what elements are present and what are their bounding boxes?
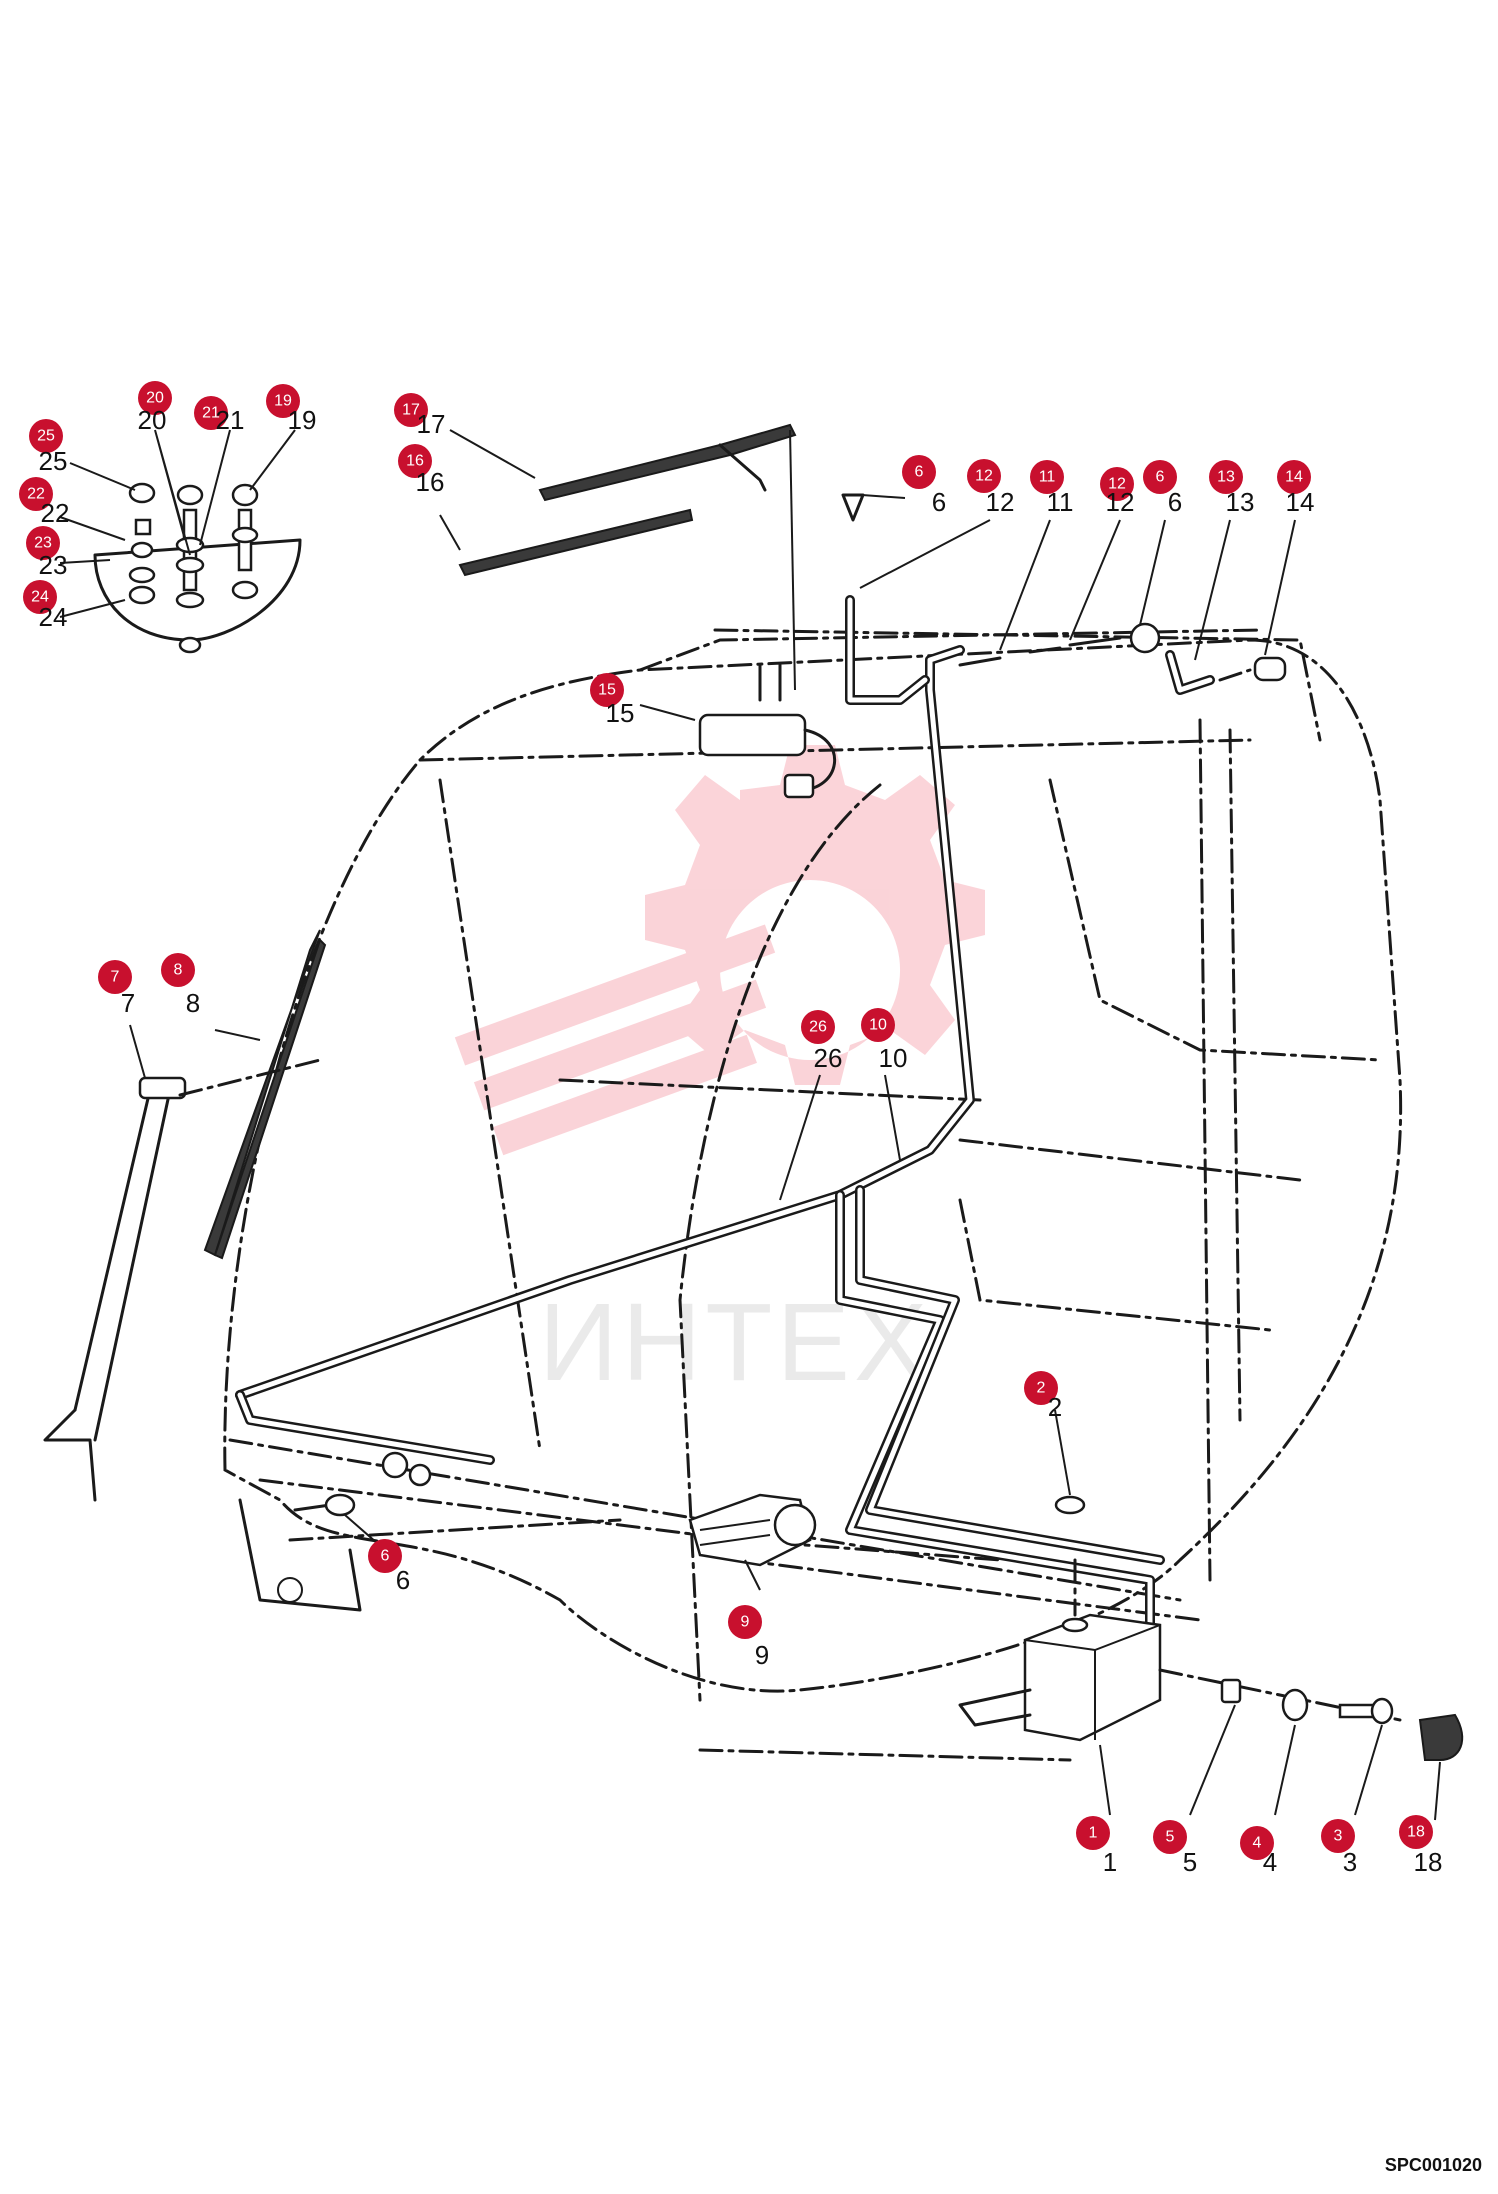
svg-text:26: 26: [809, 1019, 827, 1036]
callout-15: 15: [590, 673, 624, 707]
callout-26: 26: [801, 1010, 835, 1044]
svg-text:11: 11: [1039, 469, 1056, 486]
label-20: 20: [138, 405, 167, 435]
svg-text:4: 4: [1253, 1835, 1262, 1852]
callout-17: 17: [394, 393, 428, 427]
svg-text:6: 6: [1156, 469, 1165, 486]
svg-text:7: 7: [111, 969, 120, 986]
callout-19: 19: [266, 384, 300, 418]
label-12b: 12: [1106, 487, 1135, 517]
callout-21: 21: [194, 396, 228, 430]
front-wiper-assembly: [43, 929, 327, 1502]
svg-text:21: 21: [202, 405, 220, 422]
label-16: 16: [416, 467, 445, 497]
label-8: 8: [186, 988, 200, 1018]
callout-4: 4: [1240, 1826, 1274, 1860]
callout-2: 2: [1024, 1371, 1058, 1405]
label-21: 21: [216, 405, 245, 435]
callout-6b: 6: [1143, 460, 1177, 494]
label-6c: 6: [396, 1565, 410, 1595]
callout-bubbles: 25 20 21 19 22 23 24 17 16 6 12 11 12 6 …: [19, 381, 1433, 1860]
callout-18: 18: [1399, 1815, 1433, 1849]
svg-text:22: 22: [27, 486, 45, 503]
svg-text:16: 16: [406, 453, 424, 470]
watermark-logo: [454, 745, 985, 1156]
callout-11: 11: [1030, 460, 1064, 494]
label-6a: 6: [932, 487, 946, 517]
svg-text:6: 6: [381, 1548, 390, 1565]
label-6b: 6: [1168, 487, 1182, 517]
watermark-text: ИНТЕХ: [539, 1281, 931, 1404]
callout-6a: 6: [902, 455, 936, 489]
label-7: 7: [121, 988, 135, 1018]
label-22: 22: [41, 498, 70, 528]
callout-1: 1: [1076, 1816, 1110, 1850]
svg-text:5: 5: [1166, 1829, 1175, 1846]
svg-text:14: 14: [1285, 469, 1303, 486]
svg-text:15: 15: [598, 682, 616, 699]
washer-reservoir: [958, 1495, 1464, 1761]
label-19: 19: [288, 405, 317, 435]
svg-text:2: 2: [1037, 1380, 1046, 1397]
svg-text:1: 1: [1089, 1825, 1098, 1842]
label-12a: 12: [986, 487, 1015, 517]
svg-text:12: 12: [975, 468, 993, 485]
svg-text:24: 24: [31, 589, 49, 606]
label-17: 17: [417, 409, 446, 439]
callout-24: 24: [23, 580, 57, 614]
label-14: 14: [1286, 487, 1315, 517]
svg-text:10: 10: [869, 1017, 887, 1034]
svg-text:17: 17: [402, 402, 420, 419]
svg-text:6: 6: [915, 464, 924, 481]
svg-text:20: 20: [146, 390, 164, 407]
label-4: 4: [1263, 1847, 1277, 1877]
label-11: 11: [1047, 487, 1074, 517]
label-1: 1: [1103, 1847, 1117, 1877]
callout-12a: 12: [967, 459, 1001, 493]
callout-23: 23: [26, 526, 60, 560]
label-2: 2: [1048, 1392, 1062, 1422]
callout-9: 9: [728, 1605, 762, 1639]
label-5: 5: [1183, 1847, 1197, 1877]
svg-text:3: 3: [1334, 1828, 1343, 1845]
callout-12b: 12: [1100, 467, 1134, 501]
callout-22: 22: [19, 477, 53, 511]
callout-6c: 6: [368, 1539, 402, 1573]
label-23: 23: [39, 550, 68, 580]
part-numbers: 25 20 21 19 22 23 24 17 16 6 12 11 12 6 …: [39, 405, 1443, 1877]
label-10: 10: [879, 1043, 908, 1073]
svg-text:12: 12: [1108, 476, 1126, 493]
mounting-detail: [93, 482, 302, 654]
leader-lines: [59, 429, 1441, 1821]
label-9: 9: [755, 1640, 769, 1670]
callout-10: 10: [861, 1008, 895, 1042]
callout-5: 5: [1153, 1820, 1187, 1854]
document-code: SPC001020: [1384, 2155, 1482, 2175]
callout-16: 16: [398, 444, 432, 478]
label-26: 26: [814, 1043, 843, 1073]
label-3: 3: [1343, 1847, 1357, 1877]
svg-text:25: 25: [37, 428, 55, 445]
callout-20: 20: [138, 381, 172, 415]
callout-8: 8: [161, 953, 195, 987]
lower-components: [293, 1451, 817, 1567]
callout-25: 25: [29, 419, 63, 453]
rear-wiper-assembly: [458, 423, 836, 799]
callout-13: 13: [1209, 460, 1243, 494]
svg-text:8: 8: [174, 962, 183, 979]
label-24: 24: [39, 602, 68, 632]
label-13: 13: [1226, 487, 1255, 517]
svg-text:13: 13: [1217, 469, 1235, 486]
svg-text:9: 9: [741, 1614, 750, 1631]
svg-text:18: 18: [1407, 1824, 1425, 1841]
label-18: 18: [1414, 1847, 1443, 1877]
callout-3: 3: [1321, 1819, 1355, 1853]
callout-14: 14: [1277, 460, 1311, 494]
svg-text:19: 19: [274, 393, 292, 410]
label-15: 15: [606, 698, 635, 728]
label-25: 25: [39, 446, 68, 476]
svg-text:23: 23: [34, 535, 52, 552]
callout-7: 7: [98, 960, 132, 994]
